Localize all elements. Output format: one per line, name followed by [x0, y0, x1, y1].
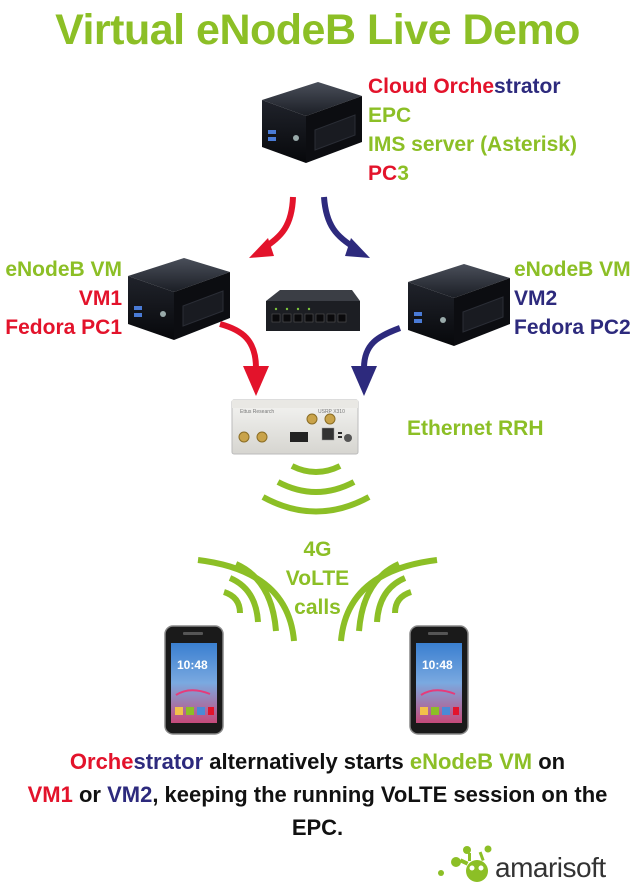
ethernet-switch [266, 290, 360, 331]
radio-waves-rrh [261, 463, 371, 515]
amarisoft-logo-text: amarisoft [495, 852, 606, 883]
footer-vm2: VM2 [107, 782, 153, 807]
phone-left-clock: 10:48 [177, 658, 208, 672]
cloud-word: Cloud [368, 75, 434, 98]
phone-right-clock: 10:48 [422, 658, 453, 672]
footer-text-4: , keeping the running VoLTE session on t… [152, 782, 608, 840]
rrh-model-text: USRP X310 [318, 409, 345, 415]
radio-waves-right [338, 557, 438, 642]
orche-word: Orche [433, 75, 495, 98]
vm1-label-block: eNodeB VM VM1 Fedora PC1 [0, 255, 122, 342]
ims-label: IMS server (Asterisk) [368, 133, 577, 156]
strator-word: strator [494, 75, 561, 98]
vm2-host-label: Fedora PC2 [514, 316, 631, 339]
phone-left: 10:48 [164, 625, 224, 735]
vm2-server [408, 264, 510, 346]
volte-calls-label: 4G VoLTE calls [250, 535, 385, 622]
vm1-server [128, 258, 230, 340]
arrow-vm1-to-rrh [219, 321, 269, 396]
amarisoft-logo-icon [438, 845, 492, 882]
footer-enodeb-vm: eNodeB VM [409, 749, 533, 774]
orchestrator-label-block: Cloud Orchestrator EPC IMS server (Aster… [368, 72, 577, 188]
cloud-orchestrator-label: Cloud Orchestrator [368, 72, 577, 101]
pc3-label: PC3 [368, 159, 577, 188]
vm1-host-label: Fedora PC1 [5, 316, 122, 339]
pc3-server [262, 82, 362, 163]
vm1-name-label: VM1 [78, 287, 122, 310]
footer-strator: strator [133, 749, 204, 774]
ethernet-rrh-label: Ethernet RRH [407, 417, 544, 440]
vm2-label-block: eNodeB VM VM2 Fedora PC2 [514, 255, 631, 342]
vm2-name-label: VM2 [514, 287, 558, 310]
phone-right: 10:48 [409, 625, 469, 735]
vm2-enodeb-label: eNodeB VM [514, 258, 631, 281]
rrh-brand-text: Ettus Research [240, 409, 274, 415]
arrow-vm2-to-rrh [351, 325, 402, 396]
pc-word: PC [368, 162, 398, 185]
footer-text-2: on [532, 749, 566, 774]
footer-caption: Orchestrator alternatively starts eNodeB… [10, 745, 625, 844]
ethernet-rrh-device: Ettus Research USRP X310 [231, 399, 359, 455]
volte-line-volte: VoLTE [285, 567, 350, 590]
arrow-pc3-to-vm1 [249, 196, 296, 258]
epc-label: EPC [368, 104, 412, 127]
radio-waves-left [197, 557, 297, 642]
volte-line-calls: calls [294, 596, 341, 619]
arrow-pc3-to-vm2 [321, 196, 370, 258]
footer-text-3: or [72, 782, 108, 807]
footer-text-1: alternatively starts [203, 749, 410, 774]
volte-line-4g: 4G [303, 538, 332, 561]
footer-vm1: VM1 [27, 782, 73, 807]
pc-number: 3 [397, 162, 409, 185]
vm1-enodeb-label: eNodeB VM [5, 258, 122, 281]
footer-orche: Orche [69, 749, 134, 774]
page-title: Virtual eNodeB Live Demo [55, 6, 580, 54]
